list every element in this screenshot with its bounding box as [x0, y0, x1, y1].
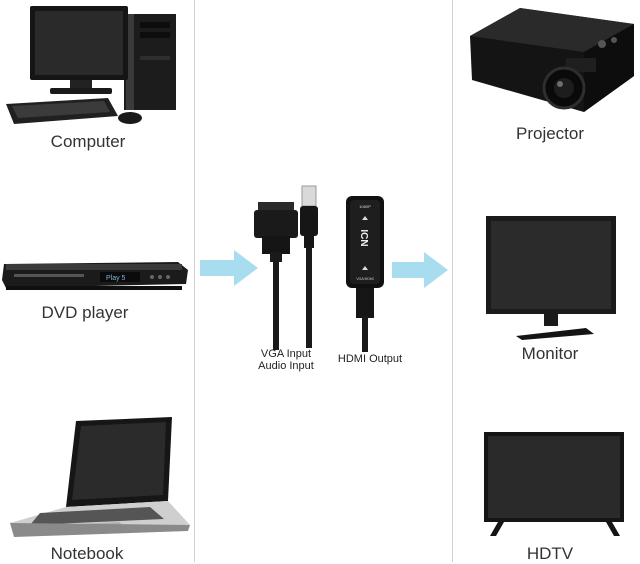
projector-icon [470, 8, 634, 112]
adapter-box-top-text: 1080P [359, 204, 371, 209]
vga-input-label: VGA Input Audio Input [238, 348, 334, 372]
monitor-label: Monitor [521, 344, 579, 363]
hdmi-adapter-icon: 1080P ICN VGA/HDMI [346, 196, 384, 352]
adapter-box-bottom-text: VGA/HDMI [356, 277, 373, 281]
monitor-icon [486, 216, 616, 340]
adapter-chip-text: ICN [358, 229, 369, 246]
vga-usb-cable-icon [254, 185, 318, 350]
computer-icon [6, 6, 176, 124]
divider-left [194, 0, 195, 562]
projector-label: Projector [515, 124, 585, 143]
arrow-out-icon [392, 252, 448, 288]
hdtv-label: HDTV [526, 544, 574, 563]
audio-input-text: Audio Input [258, 360, 314, 372]
dvd-player-label: DVD player [41, 303, 129, 322]
hdtv-icon [484, 432, 624, 536]
hdmi-output-label: HDMI Output [337, 353, 403, 365]
divider-right [452, 0, 453, 562]
arrow-in-icon [200, 250, 258, 286]
vga-input-text: VGA Input [260, 348, 312, 360]
notebook-label: Notebook [50, 544, 124, 563]
notebook-icon [10, 417, 190, 537]
computer-label: Computer [50, 132, 126, 151]
dvd-display-text: Play 5 [106, 275, 126, 282]
dvd-player-icon: Play 5 [2, 262, 188, 290]
